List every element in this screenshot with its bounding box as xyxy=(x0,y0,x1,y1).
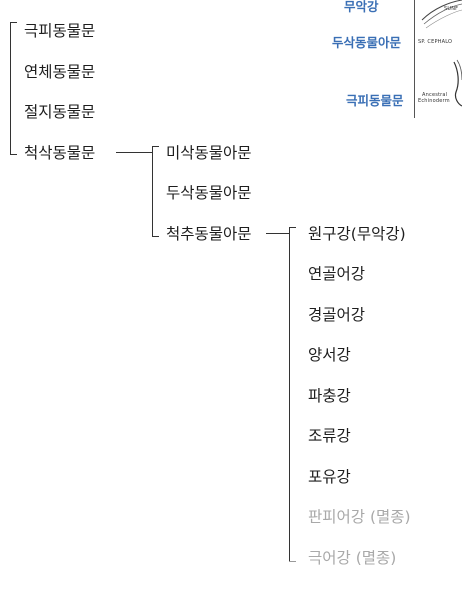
class-bracket-top-tick xyxy=(289,227,296,228)
phylum-bracket-top-tick xyxy=(10,22,17,23)
class-acanthodii-extinct: 극어강 (멸종) xyxy=(308,549,397,567)
inset-tiny-echinoderm: Echinoderm xyxy=(418,98,450,104)
class-mammalia: 포유강 xyxy=(308,468,351,486)
vertebrata-connector xyxy=(266,233,289,234)
class-bracket-bottom-tick xyxy=(289,561,296,562)
phylum-bracket-line xyxy=(10,22,11,155)
subphylum-cephalochordata: 두삭동물아문 xyxy=(166,184,252,202)
class-agnatha: 원구강(무악강) xyxy=(308,225,406,243)
subphylum-bracket-bottom-tick xyxy=(152,236,159,237)
inset-tiny-sunf: SUNF xyxy=(444,6,459,12)
class-placodermi-extinct: 판피어강 (멸종) xyxy=(308,508,411,526)
phylum-bracket-bottom-tick xyxy=(10,154,17,155)
inset-figure: 무악강 두삭동물아문 극피동물문 SUNF SP. CEPHALO Ancest… xyxy=(326,0,462,118)
inset-label-cephalochordata: 두삭동물아문 xyxy=(332,35,402,50)
phylum-echinodermata: 극피동물문 xyxy=(24,22,96,40)
phylum-mollusca: 연체동물문 xyxy=(24,63,96,81)
class-bracket-line xyxy=(289,227,290,562)
inset-tiny-cephalo: SP. CEPHALO xyxy=(418,39,453,45)
class-reptilia: 파충강 xyxy=(308,387,351,405)
class-amphibia: 양서강 xyxy=(308,346,351,364)
inset-label-agnatha: 무악강 xyxy=(344,0,379,14)
class-chondrichthyes: 연골어강 xyxy=(308,265,366,283)
subphylum-urochordata: 미삭동물아문 xyxy=(166,144,252,162)
phylum-chordata: 척삭동물문 xyxy=(24,144,96,162)
inset-label-echinodermata: 극피동물문 xyxy=(346,93,404,108)
inset-frame xyxy=(414,0,462,118)
inset-tiny-ancestral: Ancestral xyxy=(422,92,448,98)
class-osteichthyes: 경골어강 xyxy=(308,306,366,324)
chordata-connector xyxy=(116,152,152,153)
subphylum-bracket-line xyxy=(152,146,153,237)
subphylum-vertebrata: 척추동물아문 xyxy=(166,225,252,243)
phylum-arthropoda: 절지동물문 xyxy=(24,103,96,121)
subphylum-bracket-top-tick xyxy=(152,146,159,147)
class-aves: 조류강 xyxy=(308,427,351,445)
